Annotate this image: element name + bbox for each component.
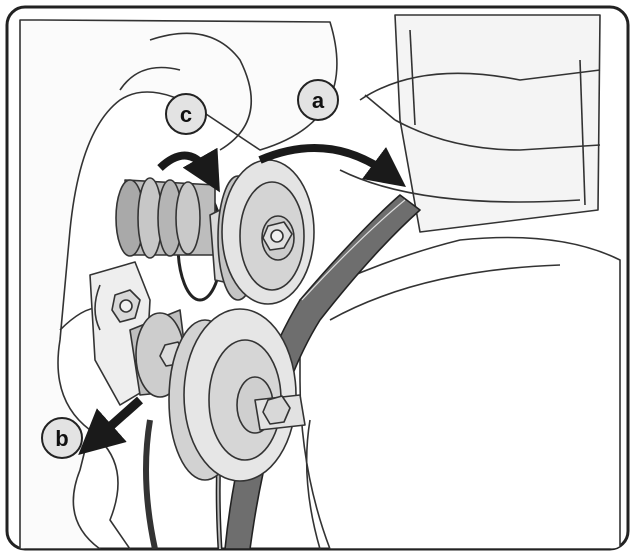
idler-pulley-upper: [209, 159, 315, 305]
lower-housing: [299, 236, 621, 549]
callout-b: b: [41, 417, 83, 459]
idler-pulley-lower: [129, 308, 306, 482]
callout-c: c: [165, 93, 207, 135]
curved-arrow-c: [157, 147, 220, 193]
curved-arrow-a: [258, 144, 407, 187]
engine-housing: [339, 14, 601, 233]
callout-c-label: c: [180, 102, 192, 127]
callout-b-label: b: [55, 426, 68, 451]
callout-a: a: [297, 79, 339, 121]
callout-a-label: a: [312, 88, 325, 113]
rear-pulley: [115, 177, 216, 259]
straight-arrow-b: [78, 396, 143, 455]
